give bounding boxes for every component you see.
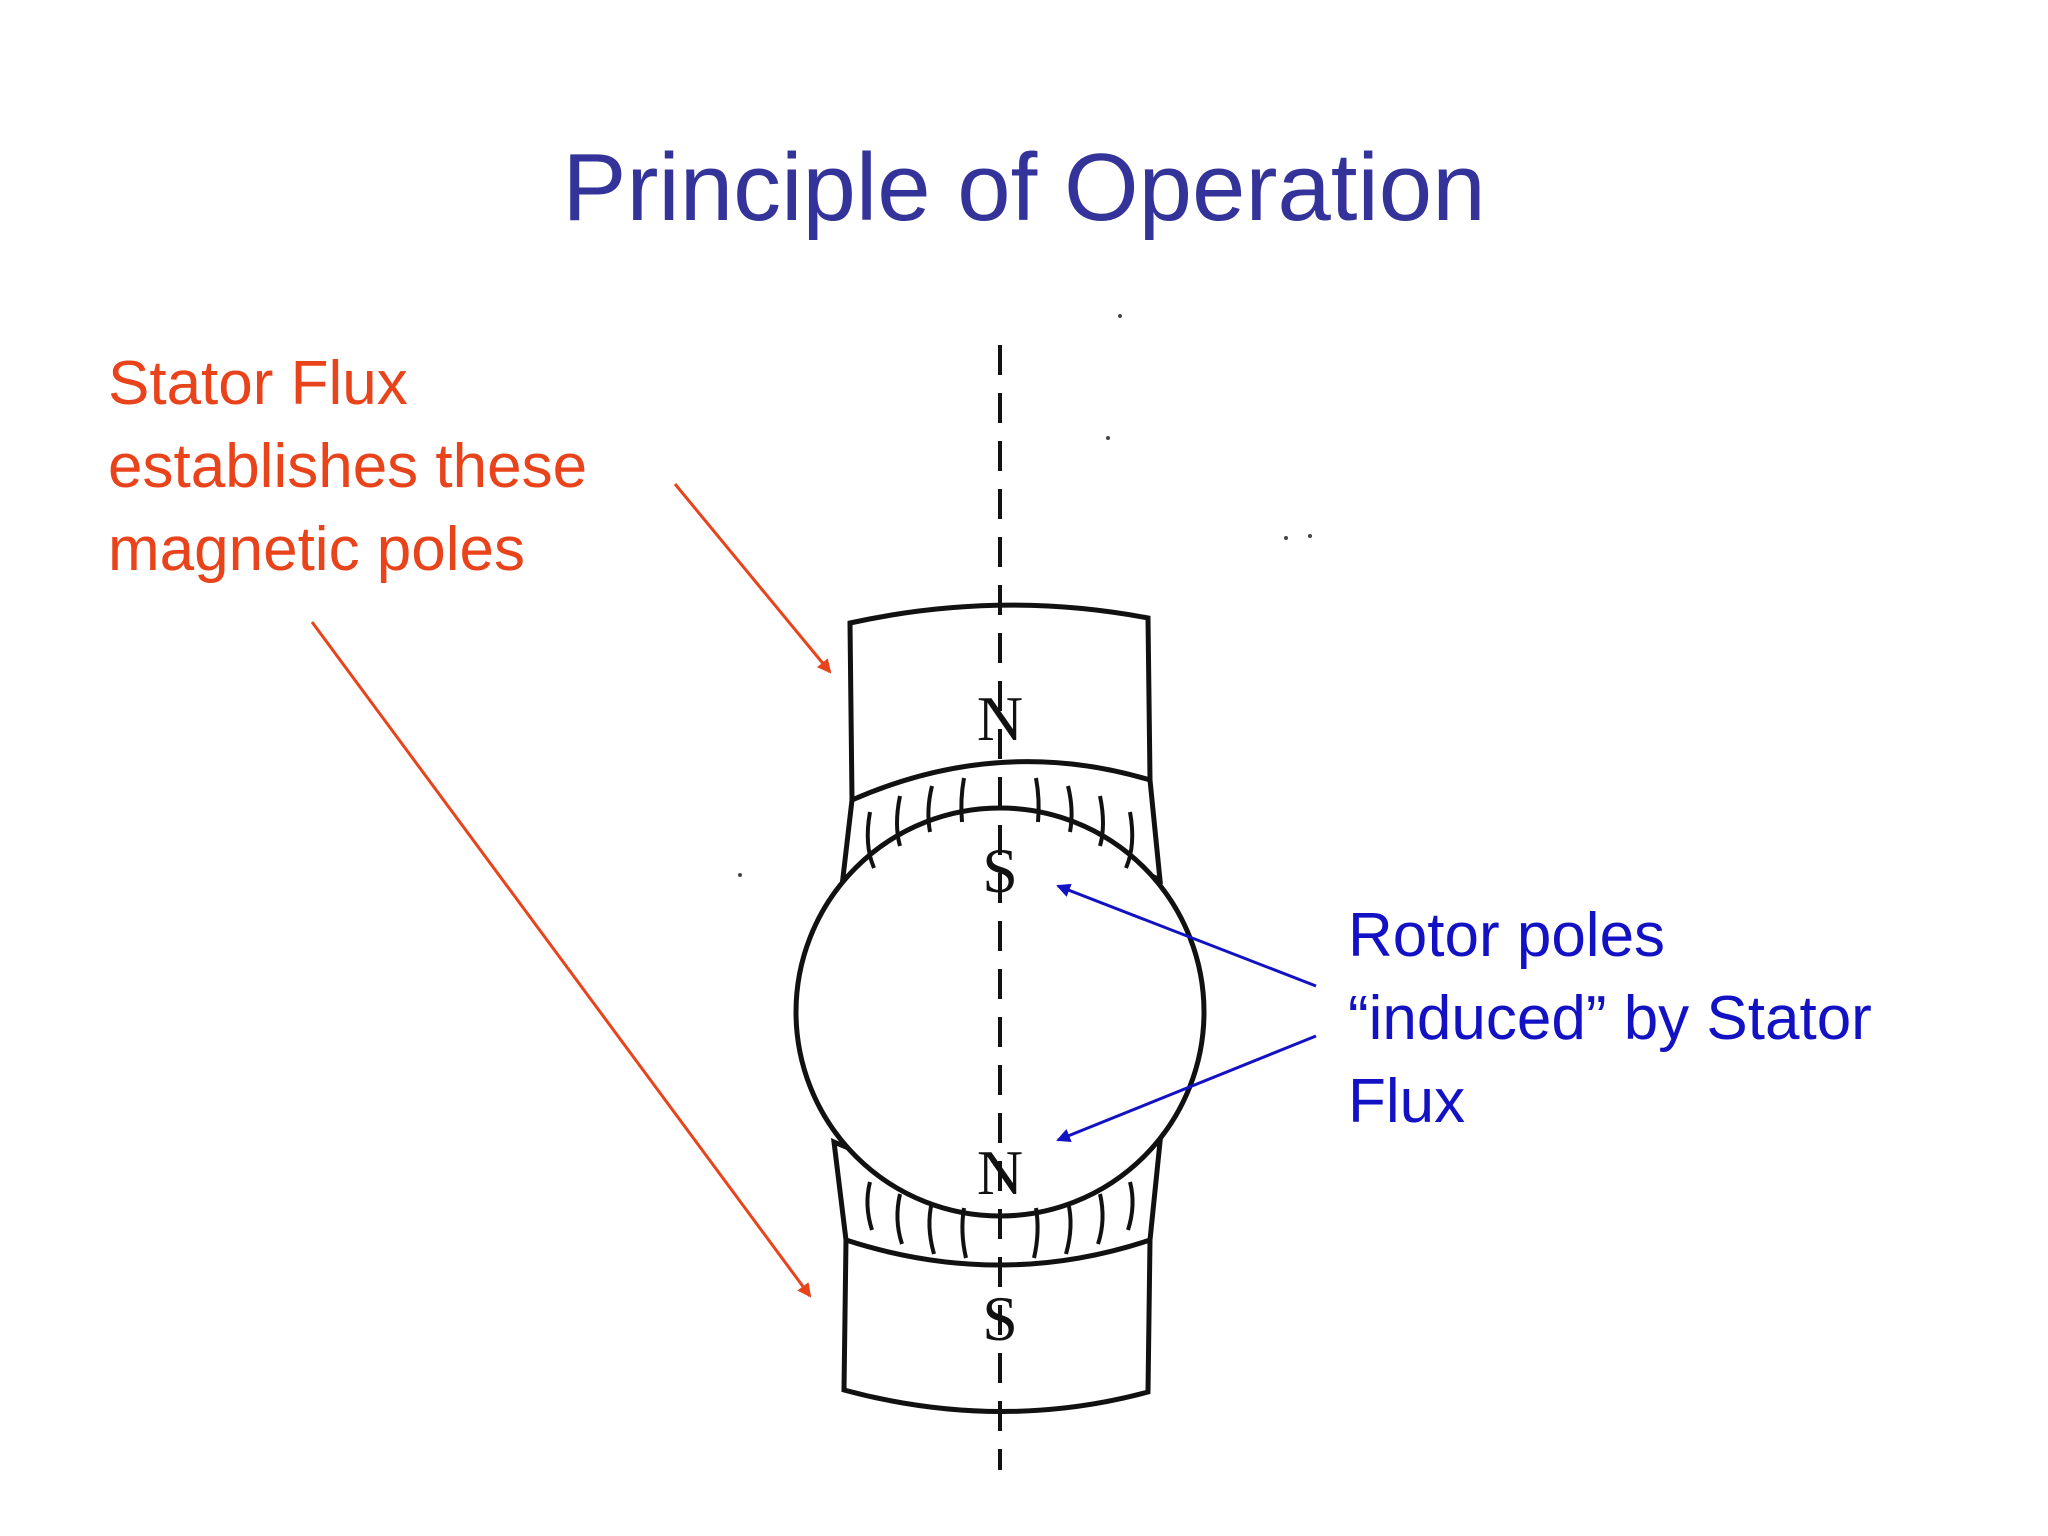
- rotor-label-line-1: Rotor poles: [1348, 901, 1666, 970]
- stator-top-pole-letter: N: [977, 683, 1023, 754]
- rotor-label-line-2: “induced” by Stator: [1348, 984, 1872, 1053]
- stator-label-line-2: establishes these: [108, 432, 588, 501]
- stator-pole-top-face: [850, 759, 1151, 803]
- stator-label-line-3: magnetic poles: [108, 515, 526, 584]
- scan-specks: [738, 314, 1312, 877]
- rotor-top-pole-letter: S: [982, 835, 1018, 906]
- top-winding-segments: [865, 777, 1135, 869]
- stator-arrow-bottom: [310, 621, 812, 1298]
- rotor-poles-label: Rotor poles “induced” by Stator Flux: [1348, 894, 1872, 1143]
- stator-arrow-top: [673, 483, 832, 674]
- bottom-winding-segments: [865, 1181, 1135, 1259]
- rotor-arrow-top: [1056, 883, 1317, 988]
- rotor-arrow-bottom: [1056, 1034, 1317, 1143]
- stator-bottom-pole-letter: S: [982, 1283, 1018, 1354]
- rotor-label-line-3: Flux: [1348, 1067, 1466, 1136]
- stator-label-line-1: Stator Flux: [108, 349, 408, 418]
- rotor-bottom-pole-letter: N: [977, 1137, 1023, 1208]
- page-title: Principle of Operation: [562, 134, 1486, 241]
- stator-flux-label: Stator Flux establishes these magnetic p…: [108, 342, 587, 591]
